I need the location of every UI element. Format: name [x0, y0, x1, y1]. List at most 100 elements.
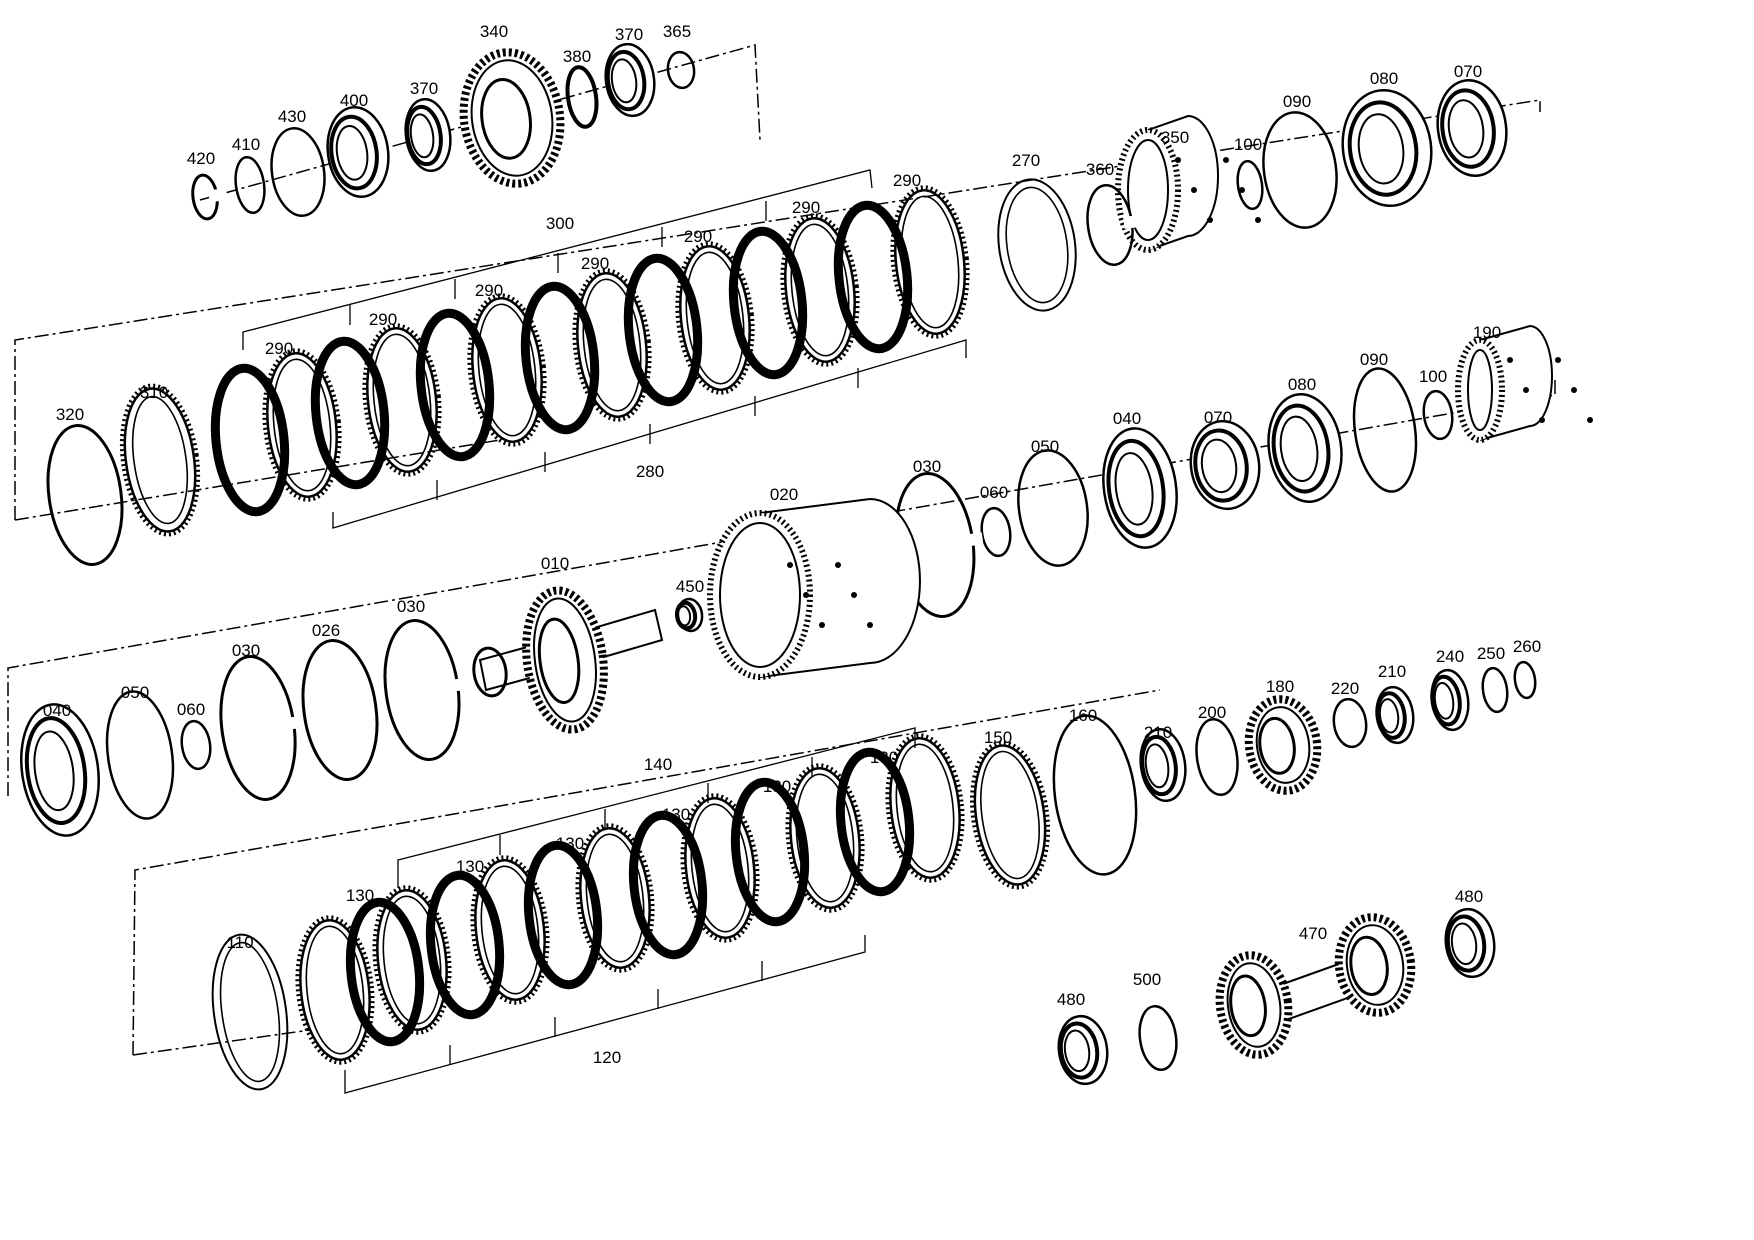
part-070-top — [1436, 78, 1508, 178]
part-240 — [1430, 668, 1470, 732]
part-label-210: 210 — [1378, 662, 1406, 681]
part-010-hub — [472, 646, 508, 698]
part-label-070: 070 — [1204, 408, 1232, 427]
clutch-plate2-9 — [730, 777, 810, 927]
part-label-030: 030 — [397, 597, 425, 616]
part-030-low-b — [383, 619, 469, 761]
centerline-row2-low — [14, 439, 501, 521]
part-label-400: 400 — [340, 91, 368, 110]
clutch-plate-0 — [210, 363, 290, 517]
clutch-plate-1 — [262, 348, 342, 502]
part-370-a — [404, 97, 452, 173]
clutch-plate-3 — [362, 323, 442, 477]
part-label-360: 360 — [1086, 160, 1114, 179]
part-040-mid — [1102, 427, 1178, 549]
part-500 — [1138, 1004, 1178, 1072]
part-label-450: 450 — [676, 577, 704, 596]
part-label-290: 290 — [475, 281, 503, 300]
part-380 — [565, 65, 599, 129]
part-label-290: 290 — [369, 310, 397, 329]
part-label-050: 050 — [1031, 437, 1059, 456]
clutch-plate-13 — [890, 185, 970, 339]
clutch-plate-11 — [780, 213, 860, 367]
part-190 — [1455, 324, 1593, 443]
part-label-250: 250 — [1477, 644, 1505, 663]
part-label-090: 090 — [1283, 92, 1311, 111]
clutch-plate2-1 — [345, 897, 425, 1047]
part-label-470: 470 — [1299, 924, 1327, 943]
clutch-plate2-5 — [523, 840, 603, 990]
clutch-plate-8 — [623, 253, 703, 407]
clutch-plate-6 — [520, 281, 600, 435]
part-label-190: 190 — [1473, 323, 1501, 342]
bracket-290-top — [242, 169, 873, 350]
part-label-100: 100 — [1234, 135, 1262, 154]
part-label-040: 040 — [1113, 409, 1141, 428]
part-label-100: 100 — [1419, 367, 1447, 386]
part-label-030: 030 — [232, 641, 260, 660]
part-365 — [666, 50, 696, 90]
clutch-plate-7 — [572, 268, 652, 422]
part-label-370: 370 — [410, 79, 438, 98]
clutch-plate2-8 — [680, 793, 760, 943]
centerline-top — [199, 44, 761, 201]
part-070-mid — [1189, 419, 1261, 511]
part-label-130: 130 — [870, 748, 898, 767]
part-label-110: 110 — [226, 933, 253, 952]
part-label-420: 420 — [187, 149, 215, 168]
part-label-200: 200 — [1198, 703, 1226, 722]
part-450 — [674, 597, 704, 633]
part-420 — [191, 173, 228, 221]
part-180 — [1244, 695, 1322, 795]
part-label-026: 026 — [312, 621, 340, 640]
part-410 — [234, 155, 266, 215]
part-010-gear — [522, 586, 608, 734]
part-label-050: 050 — [121, 683, 149, 702]
part-050-mid — [1017, 449, 1089, 567]
part-label-040: 040 — [43, 701, 71, 720]
part-label-300: 300 — [546, 214, 574, 233]
part-label-500: 500 — [1133, 970, 1161, 989]
part-250 — [1481, 666, 1509, 714]
part-026 — [301, 639, 379, 781]
part-label-080: 080 — [1288, 375, 1316, 394]
clutch-plate2-0 — [295, 915, 375, 1065]
part-label-180: 180 — [1266, 677, 1294, 696]
part-label-080: 080 — [1370, 69, 1398, 88]
clutch-plate-5 — [467, 293, 547, 447]
part-150 — [969, 740, 1051, 890]
part-480-b — [1444, 907, 1496, 979]
part-100-top — [1236, 159, 1264, 211]
part-label-480: 480 — [1057, 990, 1085, 1009]
part-210-a — [1139, 727, 1187, 803]
part-label-010: 010 — [541, 554, 569, 573]
part-430 — [270, 127, 326, 217]
part-200 — [1195, 718, 1239, 796]
part-label-320: 320 — [56, 405, 84, 424]
clutch-plate2-2 — [372, 885, 452, 1035]
part-100-mid — [1422, 389, 1454, 441]
clutch-plate2-3 — [425, 870, 505, 1020]
part-080-mid — [1267, 393, 1343, 503]
part-label-290: 290 — [581, 254, 609, 273]
part-label-280: 280 — [636, 462, 664, 481]
part-030-low-a — [219, 655, 305, 801]
part-470-gear-b — [1334, 913, 1416, 1017]
clutch-plate-10 — [728, 226, 808, 380]
part-label-060: 060 — [177, 700, 205, 719]
part-label-290: 290 — [265, 339, 293, 358]
part-label-130: 130 — [556, 834, 584, 853]
centerline-row4 — [132, 689, 1161, 1056]
part-label-410: 410 — [232, 135, 260, 154]
part-label-210: 210 — [1144, 723, 1172, 742]
clutch-plate2-11 — [835, 747, 915, 897]
part-label-365: 365 — [663, 22, 691, 41]
part-label-340: 340 — [480, 22, 508, 41]
part-label-270: 270 — [1012, 151, 1040, 170]
clutch-plate2-6 — [575, 823, 655, 973]
part-370-b — [604, 42, 656, 118]
part-360 — [1086, 184, 1143, 266]
part-label-030: 030 — [913, 457, 941, 476]
part-470-gear-a — [1215, 951, 1293, 1059]
part-label-130: 130 — [346, 886, 374, 905]
